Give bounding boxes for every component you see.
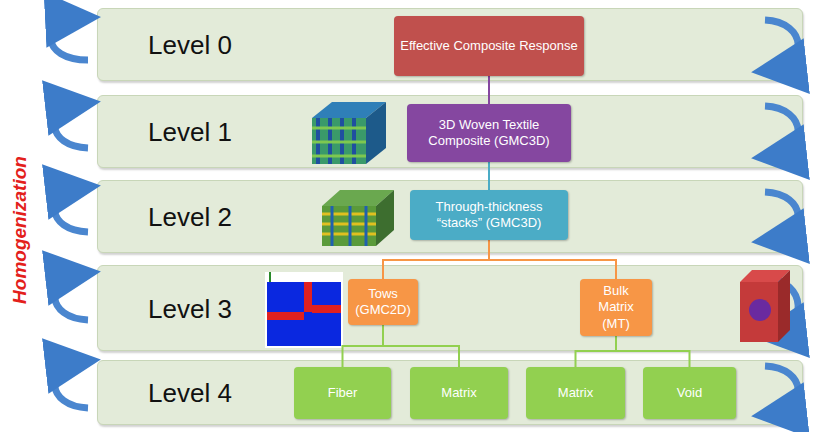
box-label: Matrix	[441, 385, 476, 401]
axis-label: Homogenization	[9, 156, 31, 304]
box-label: Effective Composite Response	[400, 38, 578, 54]
level-band: Level 2 Through-thickness “stacks” (GMC3D…	[97, 180, 803, 253]
woven-block-image	[312, 102, 386, 164]
level-label: Level 0	[148, 30, 232, 61]
tree-connector	[488, 76, 490, 104]
process-box: Through-thickness “stacks” (GMC3D)	[410, 190, 568, 240]
process-box: Void	[643, 367, 736, 419]
process-box: 3D Woven Textile Composite (GMC3D)	[407, 104, 571, 162]
process-box: Matrix	[526, 367, 625, 419]
process-box: Effective Composite Response	[394, 16, 584, 76]
level-label: Level 1	[148, 117, 232, 148]
level-label: Level 3	[148, 294, 232, 325]
homogenization-arrows	[51, 18, 88, 408]
box-label: Tows (GMC2D)	[354, 286, 412, 319]
level-band: Level 4 Fiber Matrix Matrix Void	[97, 360, 803, 425]
box-label: Void	[677, 385, 702, 401]
process-box: Matrix	[410, 367, 508, 419]
stack-image	[322, 190, 394, 246]
box-label: Bulk Matrix (MT)	[586, 283, 646, 332]
box-label: 3D Woven Textile Composite (GMC3D)	[413, 117, 565, 150]
box-label: Matrix	[558, 385, 593, 401]
process-box: Bulk Matrix (MT)	[580, 279, 652, 336]
matrix-cube-image	[740, 270, 790, 342]
process-box: Fiber	[294, 367, 391, 419]
tow-cell-image	[265, 272, 343, 348]
level-band: Level 0 Effective Composite Response	[97, 8, 803, 81]
level-band: Level 3 Tows (GMC2D) Bulk Matrix (MT)	[97, 265, 803, 351]
level-label: Level 4	[148, 378, 232, 409]
level-band: Level 1 3D Woven Textile Composite (GMC3D…	[97, 95, 803, 168]
tree-connector	[488, 162, 490, 190]
box-label: Through-thickness “stacks” (GMC3D)	[416, 199, 562, 232]
process-box: Tows (GMC2D)	[348, 279, 418, 325]
box-label: Fiber	[328, 385, 358, 401]
level-label: Level 2	[148, 202, 232, 233]
